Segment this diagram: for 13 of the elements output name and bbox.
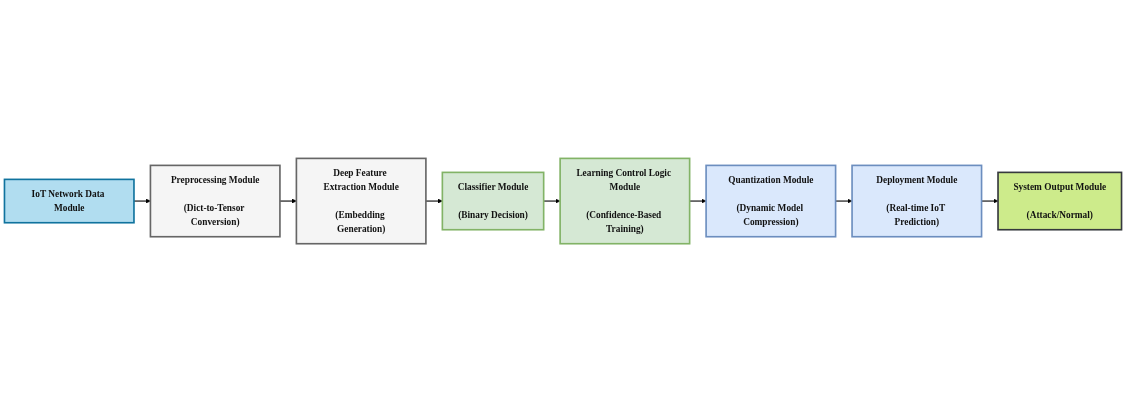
node-box: IoT Network Data Module	[3, 179, 135, 224]
node-box: Deployment Module (Real-time IoT Prediction)	[851, 165, 983, 238]
node-box: System Output Module (Attack/Normal)	[997, 172, 1123, 231]
node-box: Learning Control Logic Module (Confidence-Based Training)	[559, 158, 691, 245]
node-box: Classifier Module (Binary Decision)	[441, 172, 545, 231]
arrow	[543, 199, 561, 204]
node-box: Preprocessing Module (Dict-to-Tensor Conversion)	[149, 165, 281, 238]
node-box: Quantization Module (Dynamic Model Compression)	[705, 165, 837, 238]
arrow	[835, 199, 853, 204]
node-box: Deep Feature Extraction Module (Embedding Generation)	[295, 158, 427, 245]
arrow	[689, 199, 707, 204]
arrow	[425, 199, 443, 204]
arrow	[981, 199, 999, 204]
